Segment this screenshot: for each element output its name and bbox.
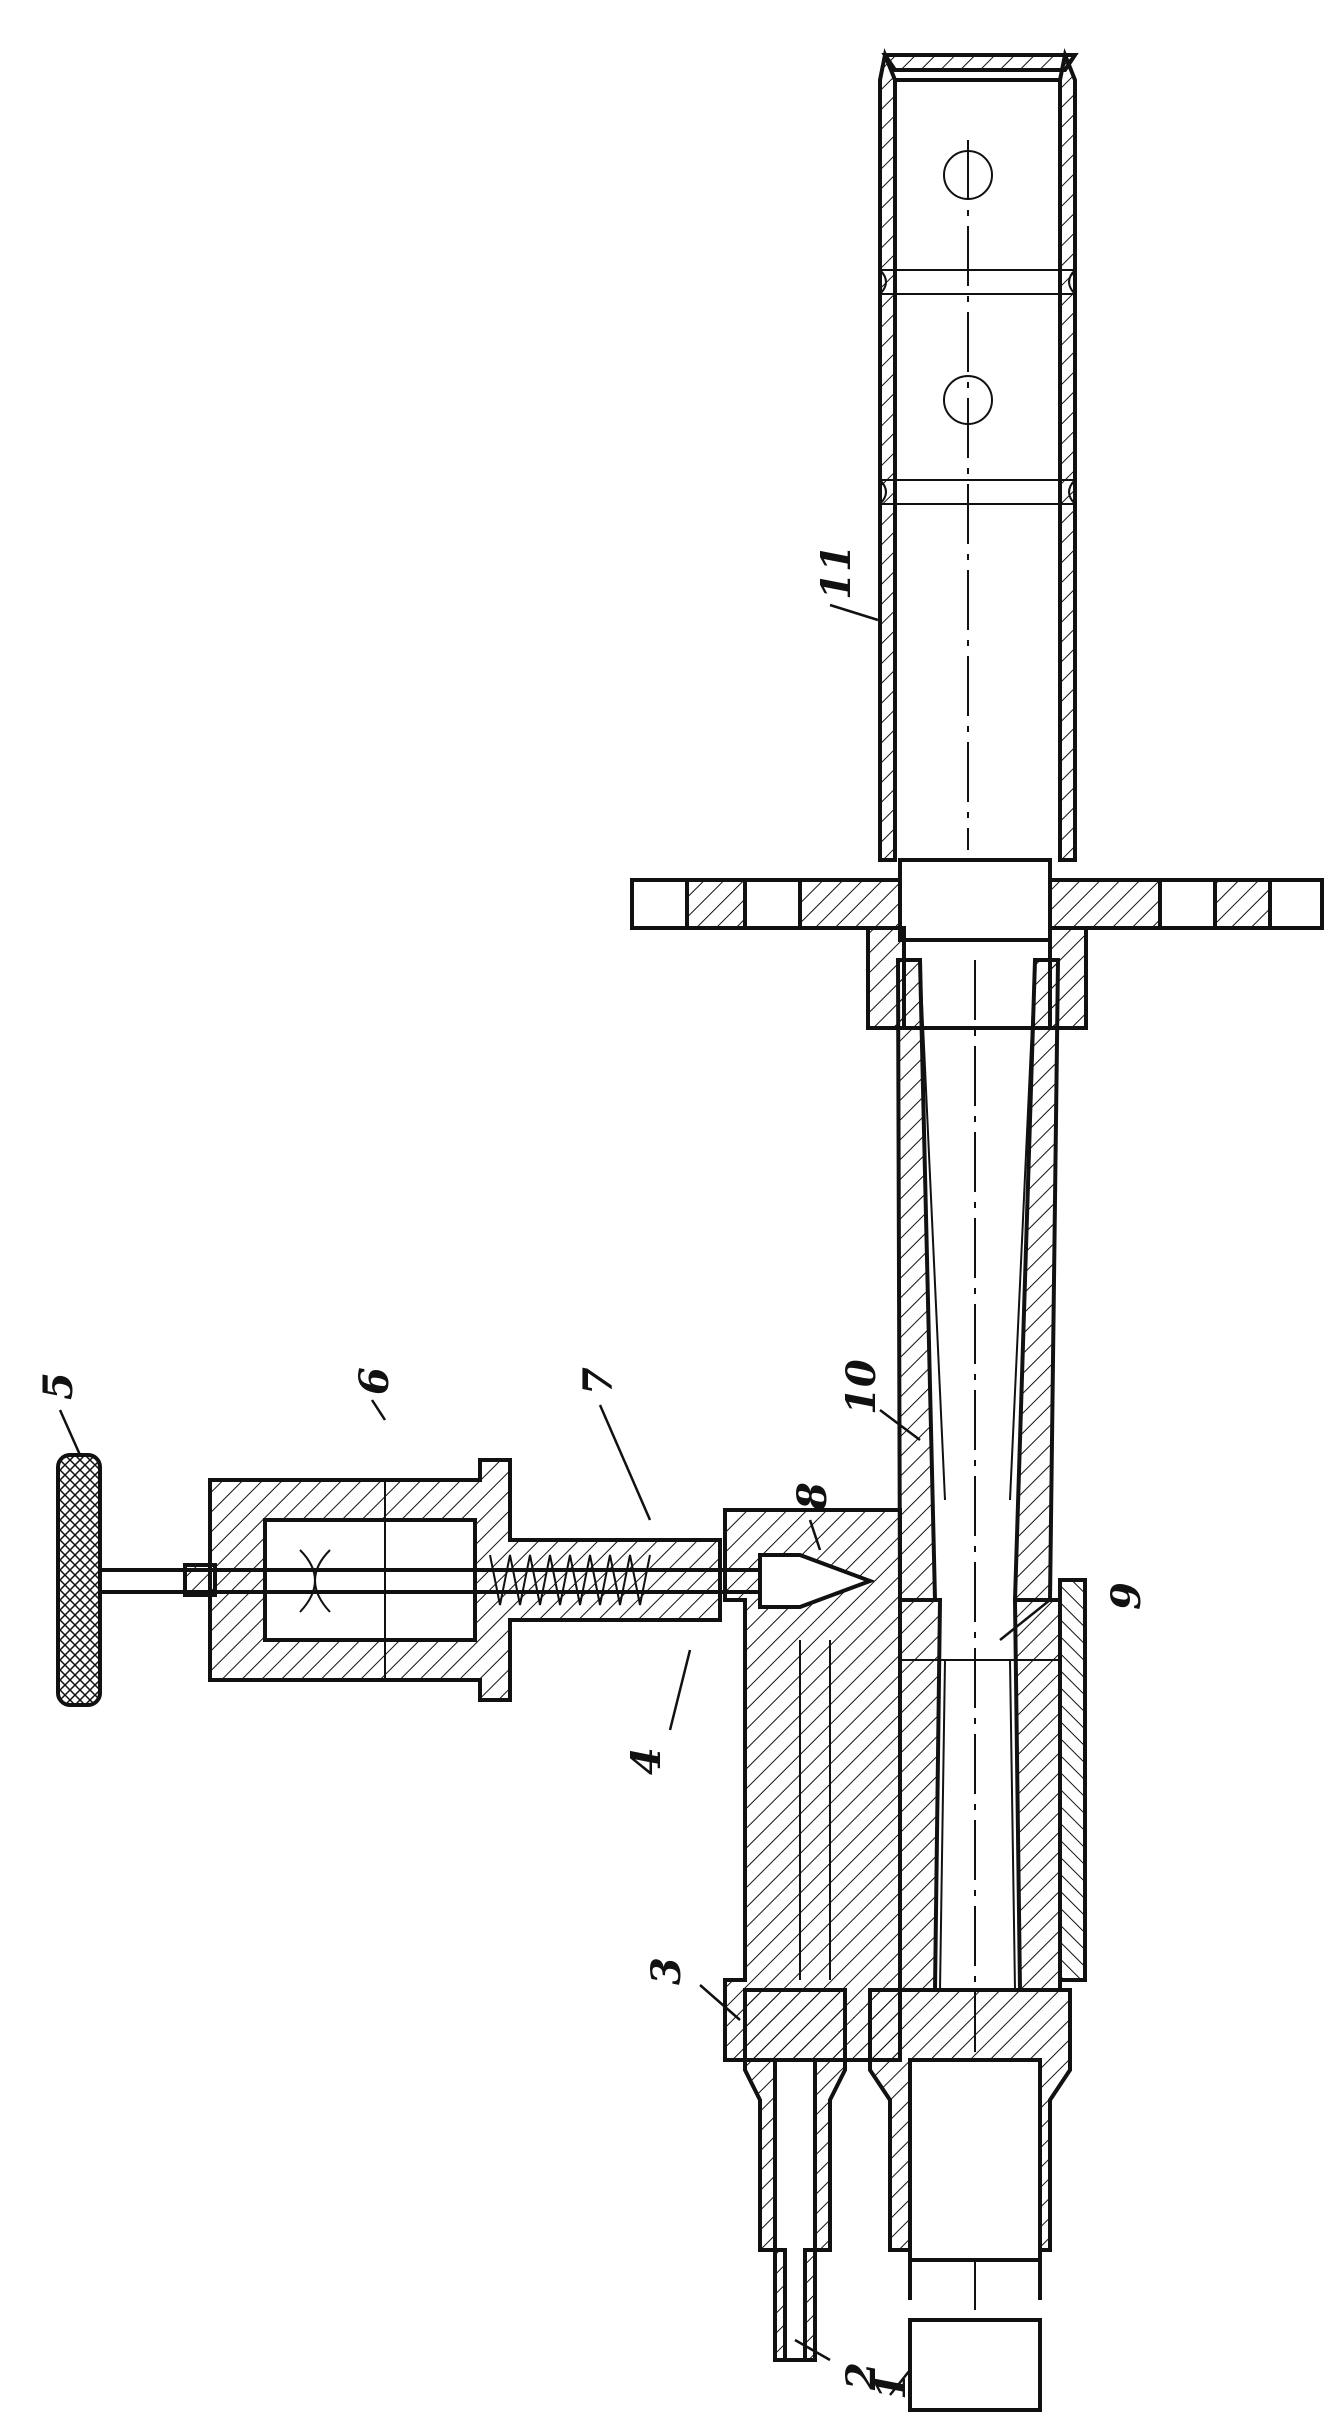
- part-label-3: 3: [643, 1957, 690, 1985]
- part-label-4: 4: [623, 1747, 670, 1775]
- part-label-5: 5: [35, 1372, 82, 1400]
- body-3: [723, 1508, 1087, 2062]
- leader-lines: [58, 603, 1051, 2396]
- stem-7: [100, 1480, 876, 1680]
- valve-housing-4: [183, 1458, 722, 1702]
- part-label-8: 8: [789, 1482, 836, 1511]
- part-label-10: 10: [838, 1359, 885, 1415]
- part-label-7: 7: [575, 1367, 622, 1395]
- nozzle-9: [898, 1598, 1062, 1992]
- part-label-6: 6: [351, 1367, 398, 1395]
- tube-11: [878, 48, 1079, 862]
- part-label-1: 1: [868, 2372, 915, 2400]
- part-label-11: 11: [813, 544, 860, 600]
- part-label-2: 2: [838, 2362, 885, 2391]
- flange: [630, 858, 1324, 942]
- handwheel-5: [56, 1453, 102, 1707]
- part-label-9: 9: [1103, 1582, 1150, 1610]
- suction-pipe-2: [743, 1988, 847, 2362]
- inlet-pipe-1: [868, 1988, 1072, 2412]
